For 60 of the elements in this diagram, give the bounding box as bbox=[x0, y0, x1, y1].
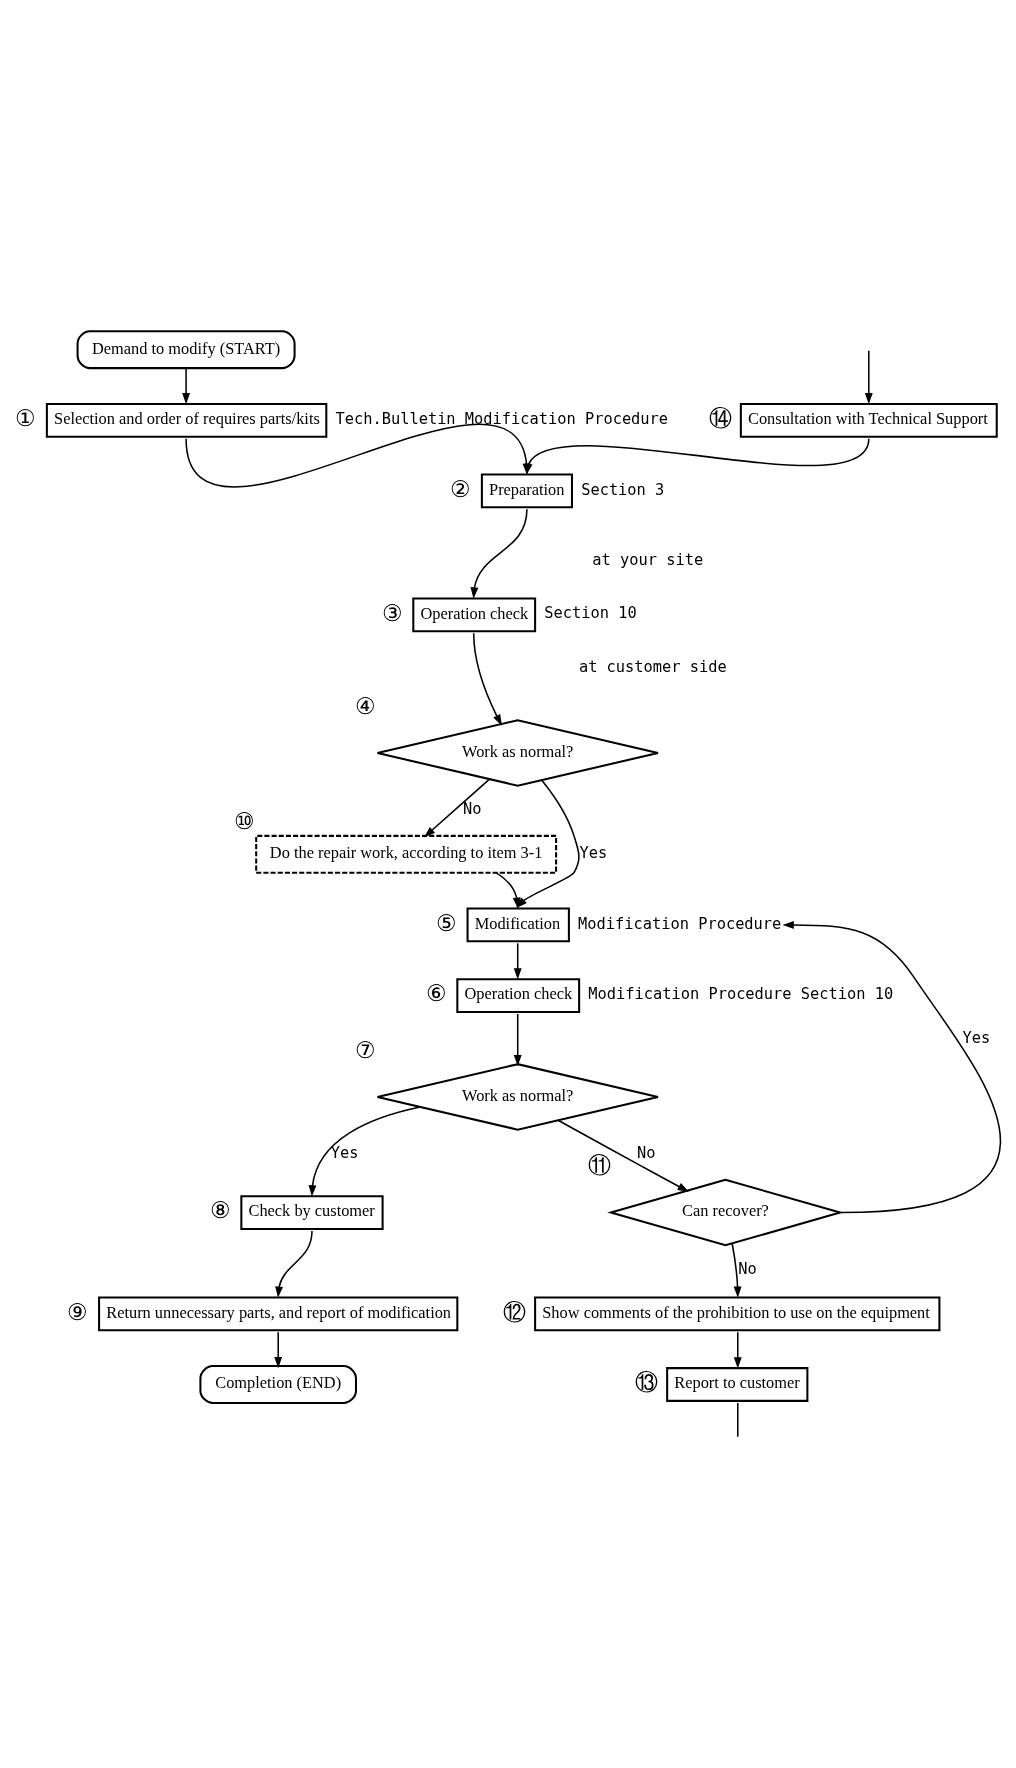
node-label: Tech.Bulletin Modification Procedure bbox=[335, 409, 668, 428]
node-label: Modification Procedure bbox=[577, 914, 781, 933]
node-label: ⑨ bbox=[66, 1299, 88, 1325]
arrow bbox=[733, 1331, 742, 1368]
edge-label: Yes bbox=[961, 1028, 990, 1047]
arrow bbox=[423, 778, 490, 837]
node-label: ③ bbox=[381, 600, 403, 626]
node-label: ⑩ bbox=[233, 808, 255, 834]
arrow bbox=[513, 1012, 522, 1066]
node-label: ⑬ bbox=[634, 1369, 658, 1395]
edge-label: Yes bbox=[330, 1143, 359, 1162]
node-box: Demand to modify (START) bbox=[76, 329, 296, 369]
arrow bbox=[472, 631, 502, 726]
arrow bbox=[181, 366, 190, 404]
node-box: Operation check bbox=[455, 977, 580, 1013]
node-label: ⑤ bbox=[435, 910, 457, 936]
node-label: ① bbox=[14, 405, 36, 431]
edge-label: No bbox=[462, 799, 481, 818]
node-box: Return unnecessary parts, and report of modification bbox=[97, 1296, 458, 1331]
node-box: Do the repair work, according to item 3-1 bbox=[254, 834, 557, 874]
arrow bbox=[515, 778, 580, 908]
arrow bbox=[513, 942, 522, 979]
node-box: Operation check bbox=[411, 596, 536, 632]
node-box: Completion (END) bbox=[198, 1364, 357, 1404]
node-label: ⑥ bbox=[425, 980, 447, 1006]
arrow bbox=[274, 1229, 313, 1298]
arrow bbox=[782, 920, 1000, 1213]
label: at your site bbox=[591, 550, 703, 569]
arrow bbox=[273, 1331, 282, 1368]
node-label: ② bbox=[449, 476, 471, 502]
node-box: Modification bbox=[466, 907, 570, 942]
node-box: Preparation bbox=[480, 473, 573, 508]
node-box: Consultation with Technical Support bbox=[739, 402, 998, 438]
node-box: Show comments of the prohibition to use on the equipment bbox=[533, 1296, 940, 1331]
edge-label: No bbox=[737, 1259, 757, 1278]
arrow bbox=[556, 1119, 689, 1192]
node-label: ④ bbox=[354, 693, 376, 719]
node-label: ⑫ bbox=[502, 1299, 526, 1325]
node-box: Report to customer bbox=[665, 1366, 808, 1402]
node-diamond: Work as normal? bbox=[375, 718, 659, 787]
arrow bbox=[494, 871, 521, 909]
label: at customer side bbox=[578, 657, 727, 676]
edge-label: No bbox=[636, 1143, 655, 1162]
node-diamond: Can recover? bbox=[606, 1178, 844, 1246]
node-box: Check by customer bbox=[239, 1194, 384, 1230]
node-label: Modification Procedure Section 10 bbox=[587, 984, 893, 1003]
node-label: ⑦ bbox=[354, 1037, 376, 1063]
arrow bbox=[730, 1242, 742, 1298]
node-box: Selection and order of requires parts/kits bbox=[45, 402, 327, 438]
edge-label: Yes bbox=[579, 843, 607, 862]
arrow bbox=[864, 349, 873, 404]
node-diamond: Work as normal? bbox=[375, 1062, 659, 1131]
node-label: Section 3 bbox=[580, 480, 664, 499]
arrow bbox=[308, 1105, 421, 1196]
node-label: ⑪ bbox=[587, 1152, 611, 1178]
node-label: ⑭ bbox=[708, 405, 732, 431]
connector bbox=[736, 1401, 739, 1437]
node-label: ⑧ bbox=[209, 1197, 231, 1223]
node-label: Section 10 bbox=[543, 603, 637, 622]
arrow bbox=[470, 508, 528, 599]
